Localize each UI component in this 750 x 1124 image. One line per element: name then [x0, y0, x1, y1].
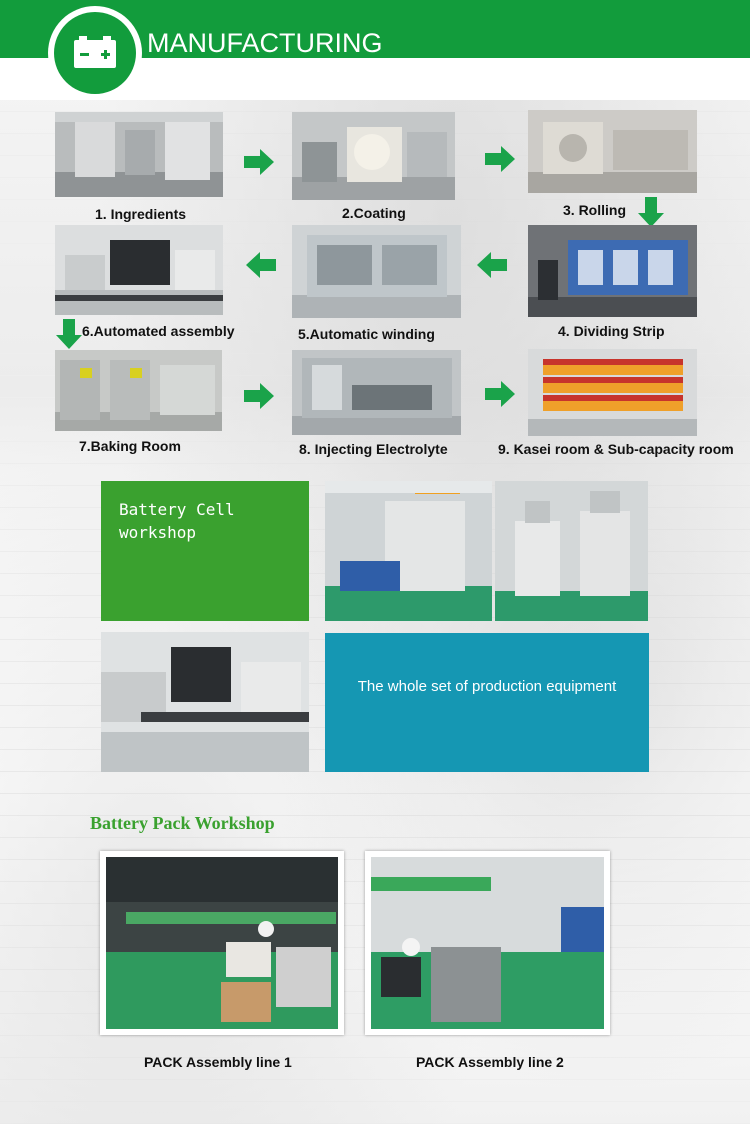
step-label-8: 8. Injecting Electrolyte: [299, 441, 448, 457]
photo-rolling: [528, 110, 697, 193]
production-equipment-panel: The whole set of production equipment: [325, 633, 649, 772]
photo-coating: [292, 112, 455, 200]
photo-cell-workshop-3: [101, 632, 309, 772]
photo-pack-line-2: [371, 857, 604, 1029]
pack-line-1-frame: [100, 851, 344, 1035]
logo: [54, 12, 136, 94]
photo-cell-workshop-2: [495, 481, 648, 621]
arrow-right-icon: [485, 381, 515, 407]
production-equipment-caption: The whole set of production equipment: [357, 678, 617, 695]
arrow-down-icon: [56, 319, 82, 349]
step-label-7: 7.Baking Room: [79, 438, 181, 454]
step-label-2: 2.Coating: [342, 205, 406, 221]
battery-cell-workshop-title: Battery Cell workshop: [119, 500, 235, 542]
battery-cell-workshop-panel: Battery Cell workshop: [101, 481, 309, 621]
battery-pack-workshop-title: Battery Pack Workshop: [90, 813, 275, 833]
step-label-6: 6.Automated assembly: [82, 323, 235, 339]
header: MANUFACTURING: [0, 0, 750, 100]
photo-kasei-room: [528, 349, 697, 436]
pack-line-2-frame: [365, 851, 610, 1035]
arrow-right-icon: [485, 146, 515, 172]
step-label-4: 4. Dividing Strip: [558, 323, 665, 339]
arrow-down-icon: [638, 197, 664, 227]
photo-injecting-electrolyte: [292, 350, 461, 435]
step-label-5: 5.Automatic winding: [298, 326, 435, 342]
photo-automatic-winding: [292, 225, 461, 318]
pack-line-2-label: PACK Assembly line 2: [416, 1054, 564, 1070]
photo-cell-workshop-1: [325, 481, 492, 621]
pack-line-1-label: PACK Assembly line 1: [144, 1054, 292, 1070]
photo-ingredients: [55, 112, 223, 197]
photo-automated-assembly: [55, 225, 223, 315]
photo-pack-line-1: [106, 857, 338, 1029]
step-label-1: 1. Ingredients: [95, 206, 187, 222]
arrow-left-icon: [246, 252, 276, 278]
photo-baking-room: [55, 350, 222, 431]
arrow-right-icon: [244, 149, 274, 175]
battery-icon: [74, 36, 116, 68]
arrow-right-icon: [244, 383, 274, 409]
photo-dividing-strip: [528, 225, 697, 317]
step-label-3: 3. Rolling: [563, 202, 626, 218]
step-label-9: 9. Kasei room & Sub-capacity room: [498, 441, 734, 457]
page-title: MANUFACTURING: [147, 28, 383, 58]
arrow-left-icon: [477, 252, 507, 278]
